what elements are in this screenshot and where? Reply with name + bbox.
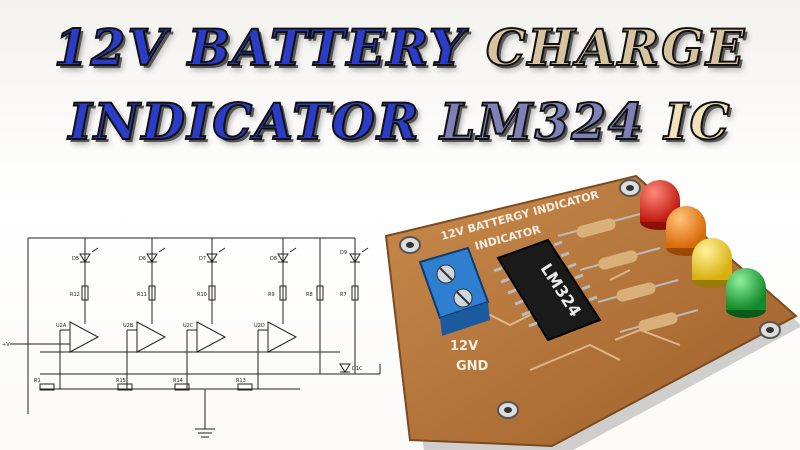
resistors xyxy=(557,213,699,333)
pcb-label-12v: 12V xyxy=(450,339,478,354)
schematic-opamp-label: U2D xyxy=(254,323,265,329)
schematic-led-label: D9 xyxy=(340,250,347,256)
title-word-lm324: LM324 xyxy=(439,91,645,152)
title-word-12v: 12V xyxy=(53,17,169,78)
schematic-zener-label: D1C xyxy=(352,366,363,372)
schematic-opamp-label: U2A xyxy=(56,323,67,329)
schematic-resistor-label: R12 xyxy=(70,292,80,298)
schematic-resistor-label: R11 xyxy=(137,292,147,298)
schematic-resistor-label: R7 xyxy=(340,292,347,298)
schematic-led-label: D5 xyxy=(72,256,79,262)
pcb-label-gnd: GND xyxy=(456,359,489,374)
schematic-resistor-label: R10 xyxy=(197,292,207,298)
led-yellow xyxy=(692,238,732,288)
schematic-resistor-label: R9 xyxy=(268,292,275,298)
page-title: 12V BATTERY CHARGE INDICATOR LM324 IC xyxy=(0,0,800,170)
schematic-led-label: D8 xyxy=(270,256,277,262)
schematic-bottom-resistor-label: R15 xyxy=(116,378,126,384)
led-green xyxy=(726,268,766,318)
title-word-indicator: INDICATOR xyxy=(68,91,421,152)
schematic-opamp-label: U2B xyxy=(123,323,134,329)
schematic-input-label: +V xyxy=(2,342,10,348)
schematic-resistor-label: R8 xyxy=(306,292,313,298)
lm324-ic-chip xyxy=(493,238,602,342)
title-word-charge: CHARGE xyxy=(485,17,747,78)
circuit-schematic: D5 D6 D7 D8 D9 R12 R11 R10 R9 R8 R7 U2A … xyxy=(2,237,381,438)
schematic-bottom-resistor-label: R1 xyxy=(34,378,41,384)
schematic-opamp-label: U2C xyxy=(183,323,194,329)
mounting-holes xyxy=(399,179,781,419)
title-word-ic: IC xyxy=(663,91,732,152)
title-line-2: INDICATOR LM324 IC xyxy=(0,91,800,152)
schematic-bottom-resistor-label: R13 xyxy=(236,378,246,384)
title-line-1: 12V BATTERY CHARGE xyxy=(0,17,800,78)
pcb-board-illustration: LM324 12V BATTERGY INDICATOR INDICATOR 1… xyxy=(384,174,800,450)
title-word-battery: BATTERY xyxy=(187,17,467,78)
schematic-led-label: D7 xyxy=(199,256,206,262)
schematic-led-label: D6 xyxy=(139,256,146,262)
schematic-bottom-resistor-label: R14 xyxy=(173,378,183,384)
screw-terminal-block xyxy=(418,246,490,336)
